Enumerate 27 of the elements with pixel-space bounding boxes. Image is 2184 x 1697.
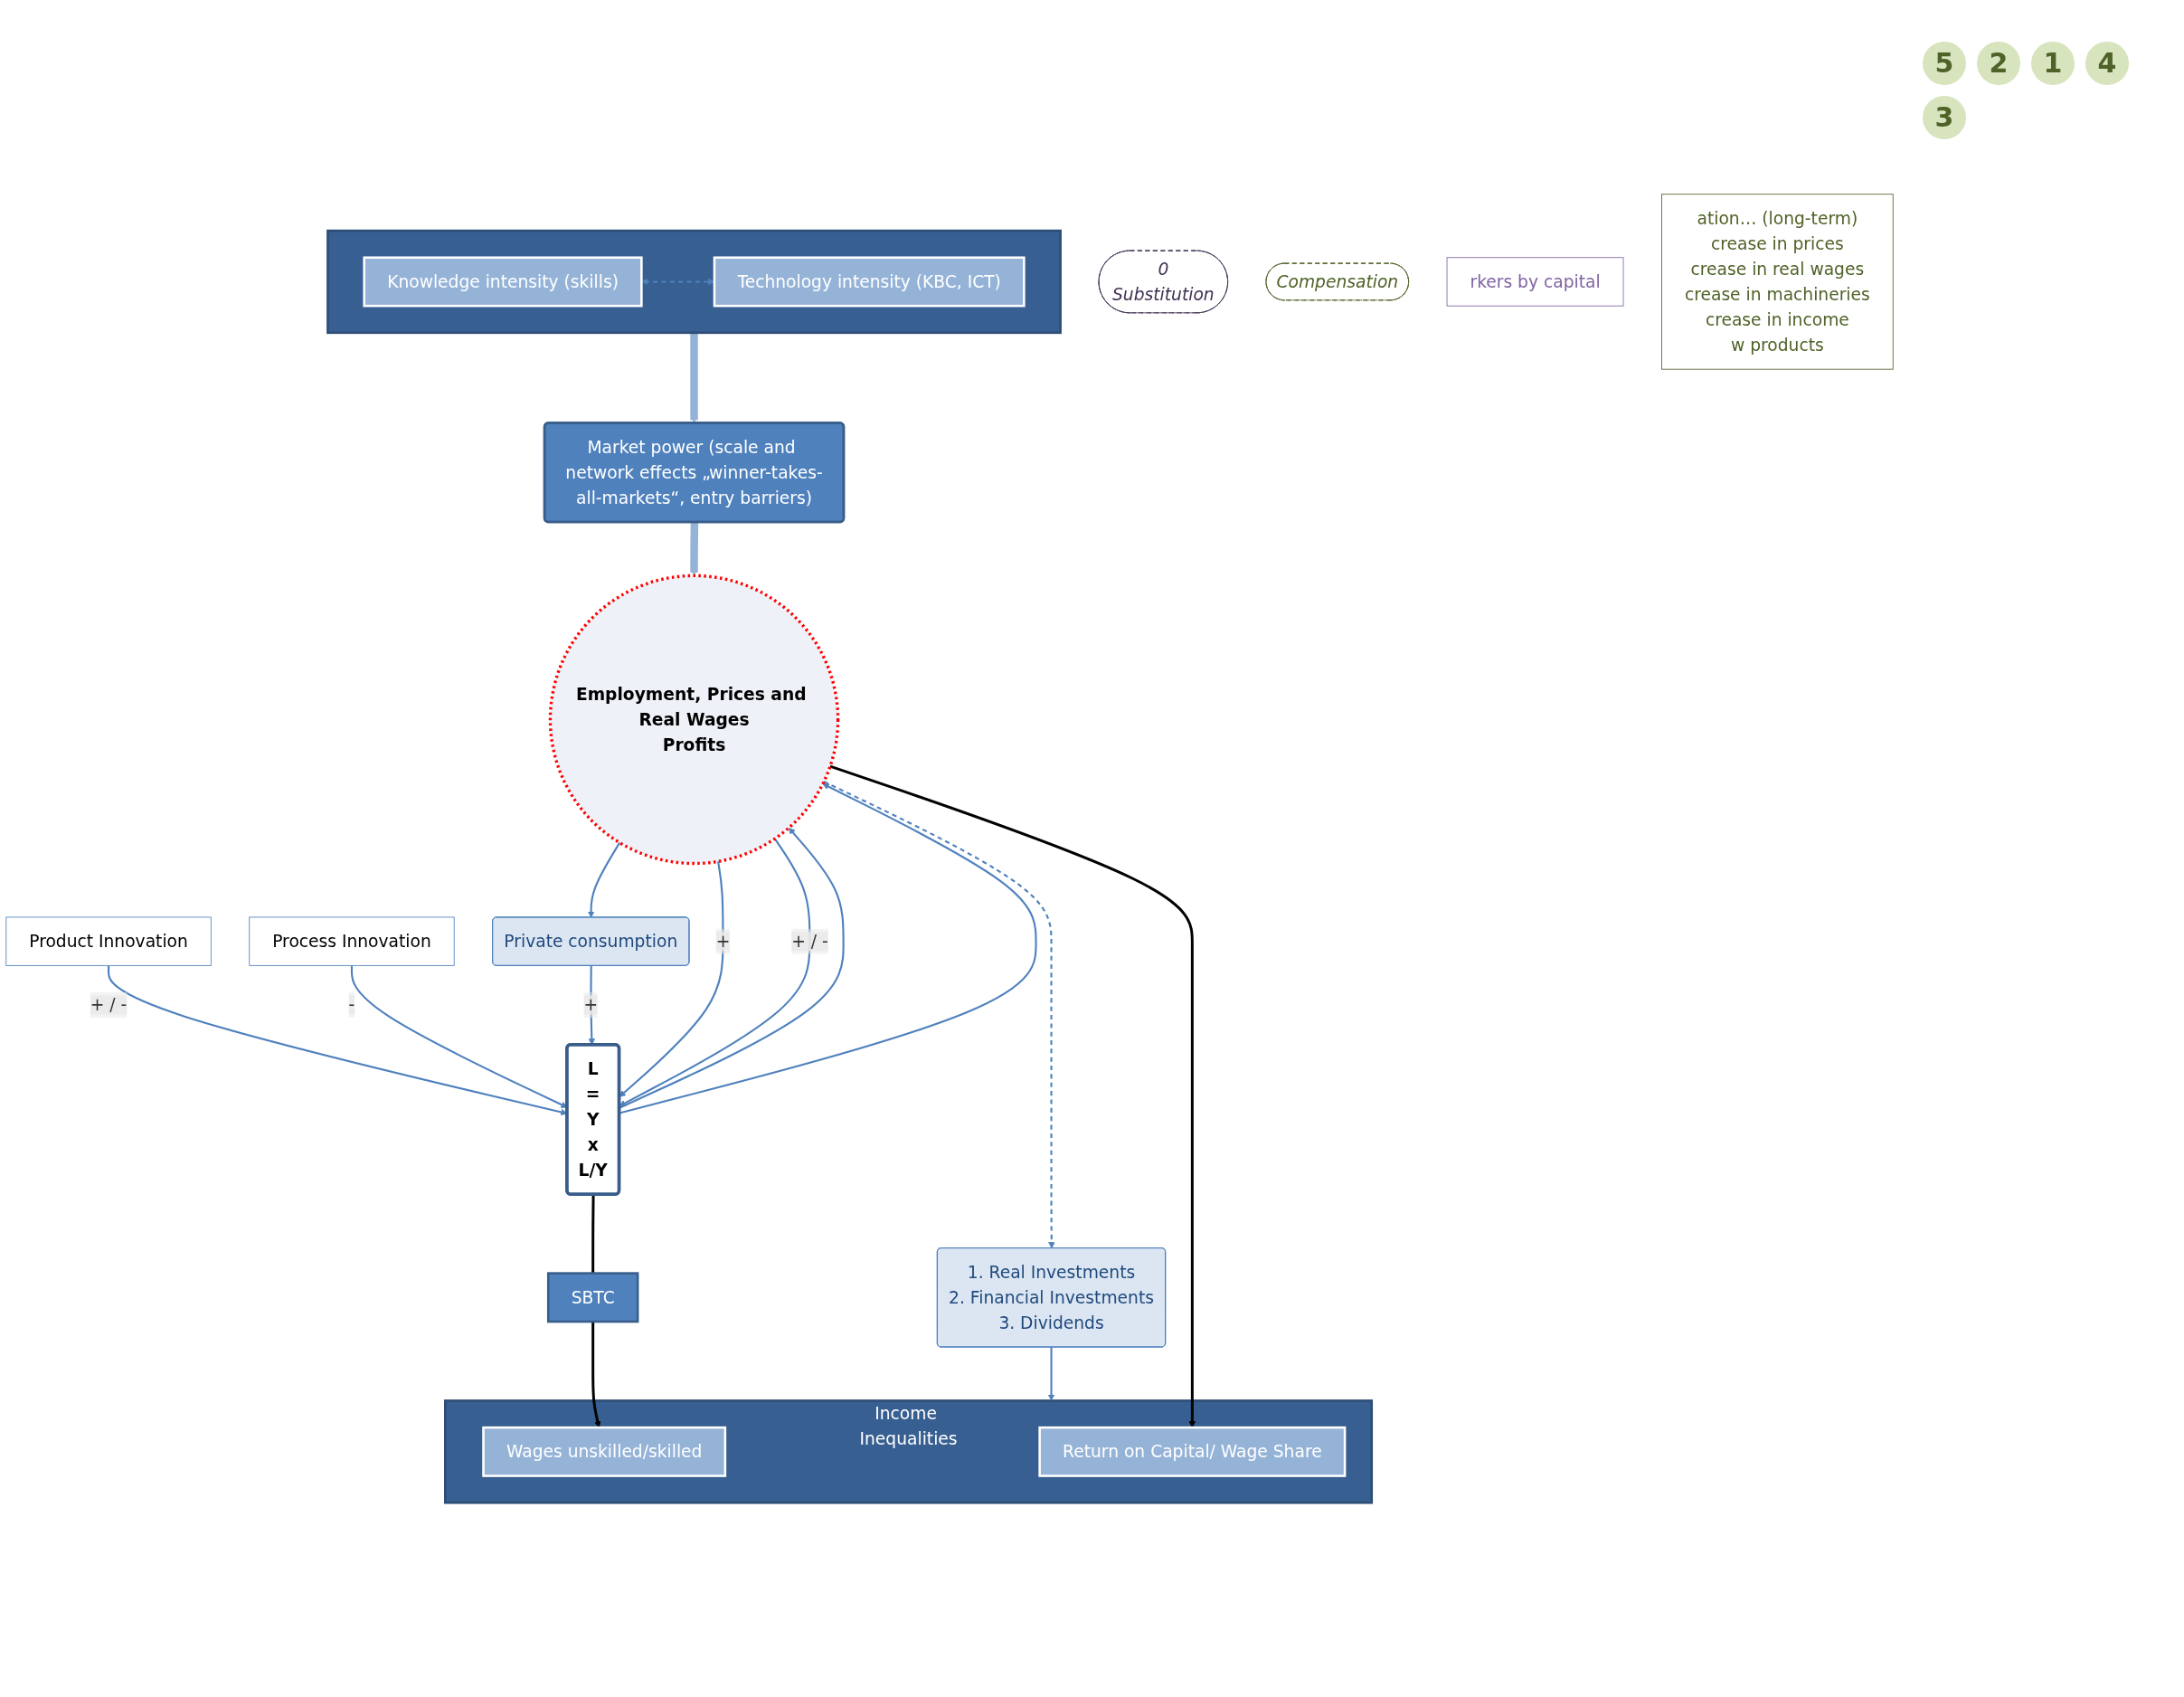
node-box: SBTC [546,1272,639,1323]
number-badge: 2 [1977,42,2020,85]
edge-label: + [583,995,599,1015]
node-circle: Employment, Prices and Real Wages Profits [548,574,840,866]
node-box: rkers by capital [1446,257,1624,307]
edge-label: + [715,932,731,952]
node-box: ation… (long-term) crease in prices crease in real wages crease in machineries crease in income w products [1661,194,1894,370]
node-box: Product Innovation [5,916,212,966]
cluster [326,229,1062,335]
arrow [1047,1347,1055,1401]
edge-label: + / - [90,995,128,1015]
number-badge: 1 [2031,42,2075,85]
number-badge: 5 [1923,42,1966,85]
node-box: Process Innovation [249,916,455,966]
arrow [690,522,699,576]
edge-label: + / - [791,932,828,952]
number-badge: 4 [2085,42,2129,85]
edge-label: - [348,995,355,1015]
node-box: Wages unskilled/skilled [482,1426,727,1477]
number-badge: 3 [1923,96,1966,139]
connector [591,1194,595,1274]
arrow [587,842,621,918]
node-box: Return on Capital/ Wage Share [1038,1426,1347,1477]
arrow [690,332,698,423]
arrow [591,1322,601,1428]
node-box: Knowledge intensity (skills) [363,256,643,308]
node-box: Technology intensity (KBC, ICT) [713,256,1026,308]
